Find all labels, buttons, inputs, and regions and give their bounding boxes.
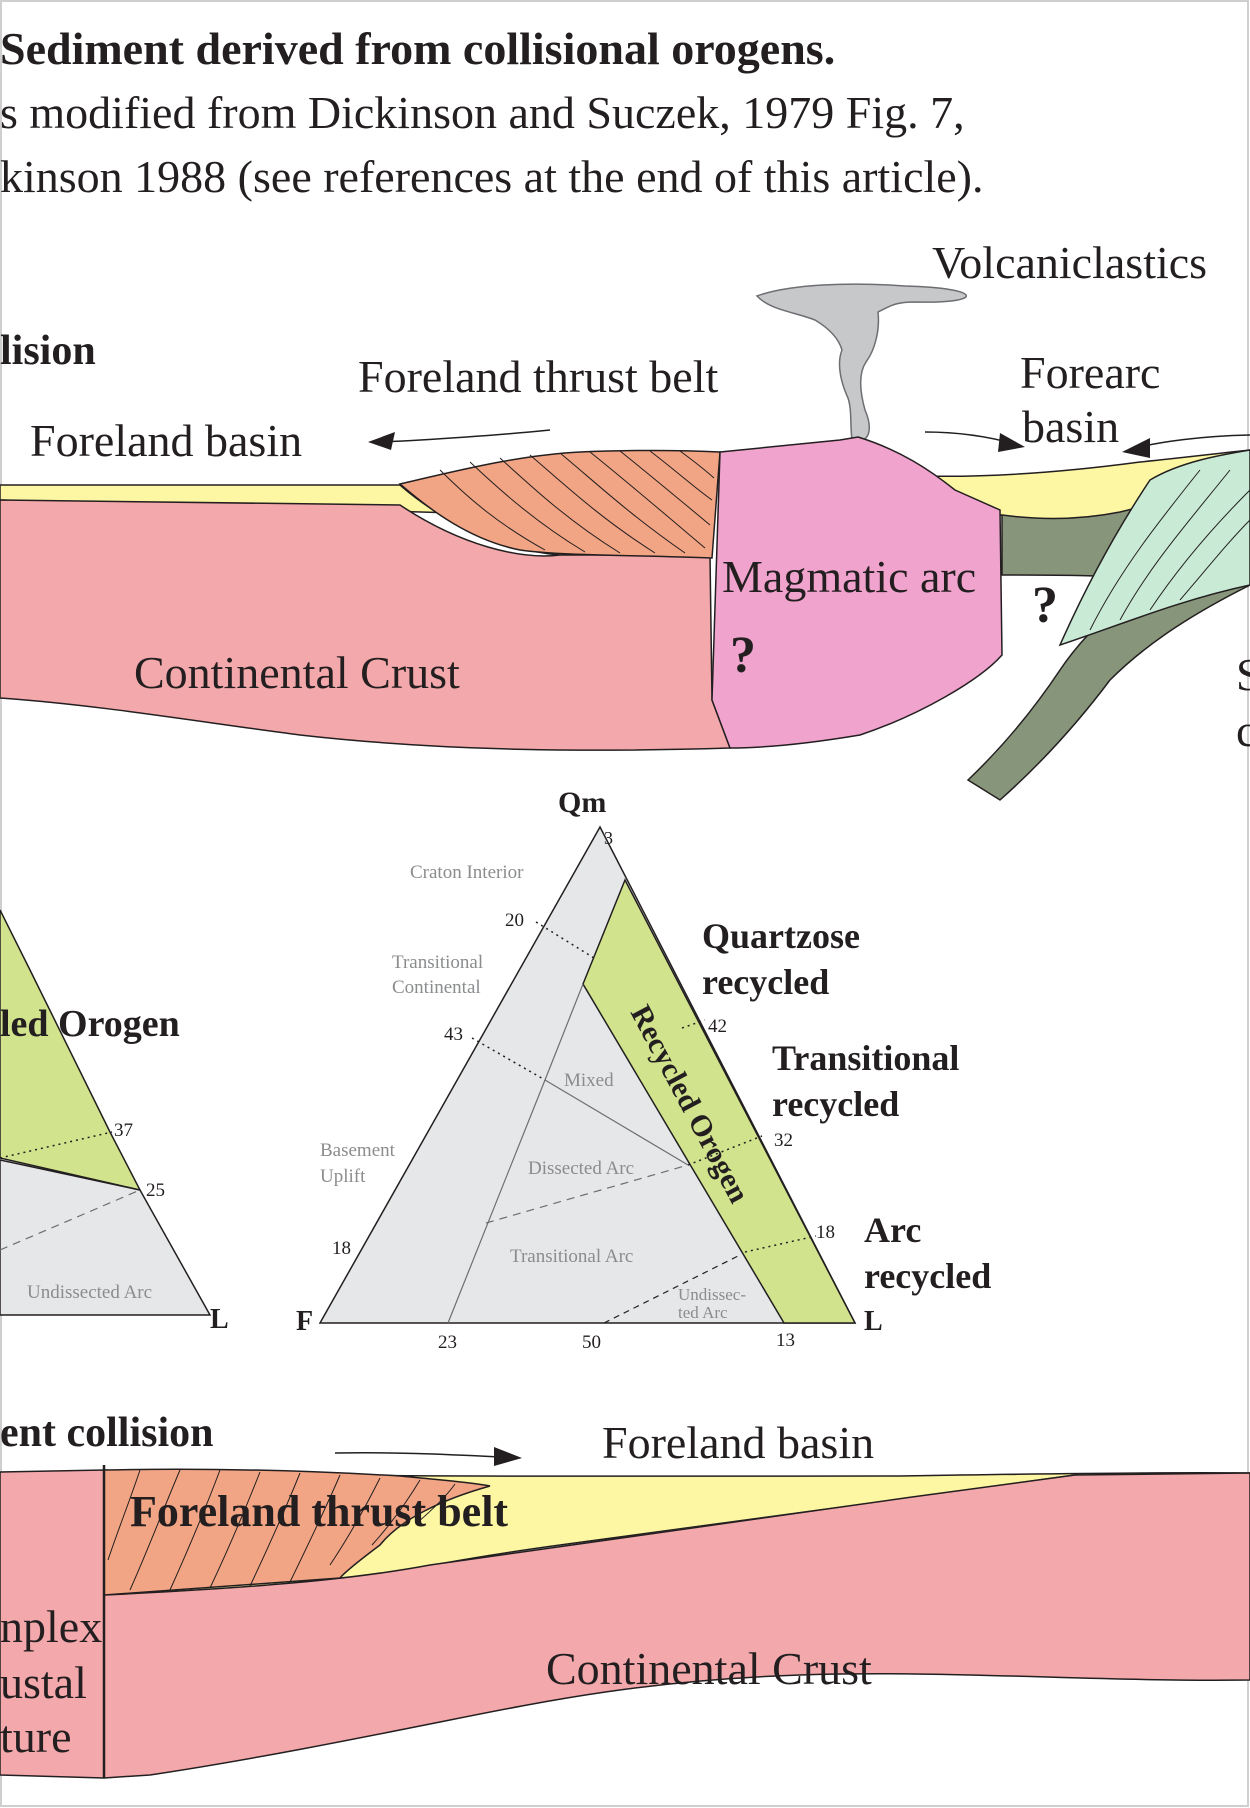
boundary-mixed-upper bbox=[544, 983, 584, 1081]
label-complex-1: nplex bbox=[0, 1601, 102, 1652]
label-bottom-foreland-basin: Foreland basin bbox=[602, 1417, 874, 1468]
left-dotted-37 bbox=[0, 1131, 113, 1159]
bottom-foreland-thrust-belt bbox=[103, 1468, 491, 1596]
left-tick-25: 25 bbox=[146, 1180, 165, 1201]
dotted-line-42 bbox=[681, 1019, 706, 1029]
boundary-mixed-dissected bbox=[544, 1079, 689, 1166]
label-complex-3: ture bbox=[0, 1711, 72, 1762]
top-foreland-thrust-belt bbox=[398, 449, 721, 559]
label-forearc: Forearc bbox=[1020, 347, 1160, 398]
top-cross-section bbox=[0, 283, 1250, 801]
tick-18-right: 18 bbox=[816, 1222, 835, 1243]
header-line-1: Sediment derived from collisional orogen… bbox=[0, 23, 835, 74]
label-forearc-basin: basin bbox=[1022, 401, 1119, 452]
tick-13: 13 bbox=[776, 1330, 795, 1351]
label-volcaniclastics: Volcaniclastics bbox=[932, 237, 1207, 288]
arrow-to-foreland bbox=[379, 429, 551, 443]
arrow-forearc-right bbox=[1134, 434, 1250, 449]
left-apex-L: L bbox=[210, 1304, 229, 1335]
header-line-2: s modified from Dickinson and Suczek, 19… bbox=[0, 87, 965, 138]
field-mixed: Mixed bbox=[564, 1070, 614, 1091]
label-transitional-recycled: recycled bbox=[772, 1084, 899, 1124]
tick-50: 50 bbox=[582, 1332, 601, 1353]
boundary-basement-uplift bbox=[447, 1079, 546, 1324]
bottom-section-title: ent collision bbox=[0, 1410, 214, 1456]
boundary-dissected-transitional bbox=[485, 1164, 689, 1224]
label-edge-c: c bbox=[1236, 705, 1250, 756]
arrow-head-foreland bbox=[368, 432, 395, 450]
label-top-foreland-basin: Foreland basin bbox=[30, 415, 302, 466]
arrow-to-foreland-basin bbox=[334, 1451, 501, 1458]
arrow-head-forearc-left bbox=[998, 433, 1025, 452]
label-edge-s: S bbox=[1236, 649, 1250, 700]
label-arc-recycled: recycled bbox=[864, 1256, 991, 1296]
recycled-orogen-field bbox=[582, 878, 857, 1324]
tick-3: 3 bbox=[604, 828, 613, 848]
label-quartzose: Quartzose bbox=[702, 916, 860, 956]
dotted-line-43 bbox=[471, 1037, 546, 1081]
left-undissected-arc: Undissected Arc bbox=[27, 1282, 152, 1303]
header-line-3: kinson 1988 (see references at the end o… bbox=[0, 151, 984, 202]
label-top-foreland-thrust-belt: Foreland thrust belt bbox=[358, 351, 718, 402]
field-basement-uplift-2: Uplift bbox=[320, 1166, 366, 1187]
boundary-transitional-undissected bbox=[603, 1254, 741, 1324]
field-undissected-arc-2: ted Arc bbox=[678, 1303, 728, 1322]
tick-43: 43 bbox=[444, 1024, 463, 1045]
bottom-continental-crust bbox=[0, 1469, 1250, 1779]
left-tick-37: 37 bbox=[114, 1120, 133, 1141]
bottom-cross-section bbox=[0, 1447, 1250, 1779]
arrow-head-foreland-basin bbox=[494, 1447, 522, 1466]
dotted-line-18 bbox=[744, 1235, 817, 1253]
top-section-title: lision bbox=[0, 328, 96, 374]
arrow-head-forearc-right bbox=[1122, 438, 1150, 458]
label-top-continental-crust: Continental Crust bbox=[134, 647, 460, 698]
question-mark-forearc: ? bbox=[1032, 577, 1058, 634]
bottom-thrust-faults bbox=[107, 1469, 456, 1591]
field-transitional-continental-2: Continental bbox=[392, 977, 481, 998]
left-ternary-triangle bbox=[0, 909, 212, 1316]
tick-32: 32 bbox=[774, 1130, 793, 1151]
tick-42: 42 bbox=[708, 1016, 727, 1037]
label-arc: Arc bbox=[864, 1210, 921, 1250]
apex-Qm: Qm bbox=[558, 786, 606, 819]
top-thrust-faults bbox=[439, 450, 715, 554]
tick-20: 20 bbox=[505, 910, 524, 931]
field-transitional-arc: Transitional Arc bbox=[510, 1246, 633, 1267]
apex-L: L bbox=[864, 1306, 883, 1337]
field-dissected-arc: Dissected Arc bbox=[528, 1158, 634, 1179]
top-accretionary-wedge bbox=[1058, 449, 1250, 647]
dotted-line-32 bbox=[687, 1135, 763, 1166]
left-orogen-label: led Orogen bbox=[0, 1003, 180, 1045]
label-bottom-foreland-thrust-belt: Foreland thrust belt bbox=[130, 1487, 508, 1536]
tick-18-left: 18 bbox=[332, 1238, 351, 1259]
left-triangle-green-field bbox=[0, 909, 142, 1192]
main-ternary-diagram bbox=[318, 825, 857, 1324]
tick-23: 23 bbox=[438, 1332, 457, 1353]
label-magmatic-arc: Magmatic arc bbox=[722, 551, 976, 602]
top-accretionary-faults bbox=[1089, 469, 1250, 631]
field-transitional-continental-1: Transitional bbox=[392, 952, 483, 973]
field-basement-uplift-1: Basement bbox=[320, 1140, 396, 1161]
top-continental-crust bbox=[0, 499, 732, 751]
field-craton-interior: Craton Interior bbox=[410, 862, 524, 883]
apex-F: F bbox=[296, 1306, 313, 1337]
label-complex-2: ustal bbox=[0, 1657, 87, 1708]
label-transitional: Transitional bbox=[772, 1038, 959, 1078]
left-dashed-25 bbox=[0, 1189, 141, 1251]
volcanic-plume bbox=[755, 283, 967, 441]
field-undissected-arc-1: Undissec- bbox=[678, 1285, 746, 1304]
label-bottom-continental-crust: Continental Crust bbox=[546, 1643, 872, 1694]
question-mark-arc: ? bbox=[730, 627, 756, 684]
label-quartzose-recycled: recycled bbox=[702, 962, 829, 1002]
top-magmatic-arc-body bbox=[711, 436, 1003, 749]
